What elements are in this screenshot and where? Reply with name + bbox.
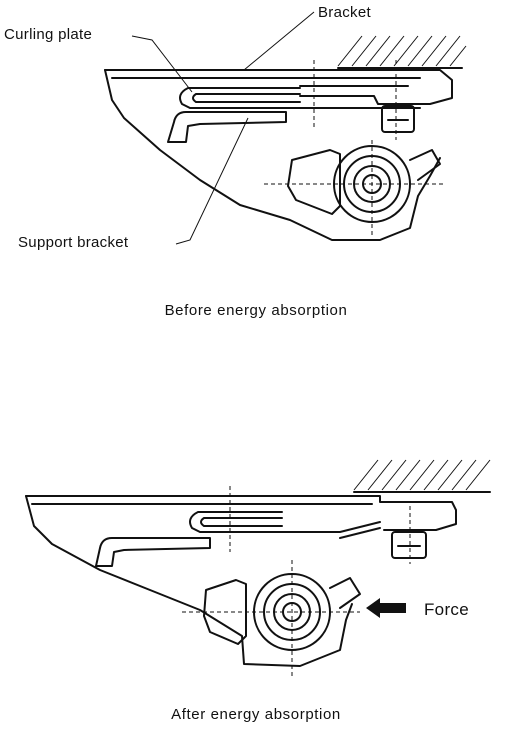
before-drawing xyxy=(104,11,467,245)
support-bracket-leader xyxy=(175,117,249,245)
curling-plate xyxy=(179,87,301,109)
after-figure: Force xyxy=(0,440,512,702)
force-label: Force xyxy=(424,600,469,619)
after-caption: After energy absorption xyxy=(171,706,341,723)
lock-cylinder xyxy=(264,140,446,236)
force-arrow-icon xyxy=(366,598,406,618)
before-caption: Before energy absorption xyxy=(164,302,348,319)
support-bracket xyxy=(95,537,211,567)
before-figure: Bracket Curling plate Support bracket xyxy=(0,0,512,300)
bracket-leader xyxy=(243,11,315,71)
column-body xyxy=(104,69,441,241)
bolt-head xyxy=(391,531,427,559)
curling-plate xyxy=(189,511,381,533)
after-drawing xyxy=(25,459,491,676)
lock-cylinder xyxy=(182,560,361,676)
column-body xyxy=(25,495,353,667)
fixed-body-hatch xyxy=(353,459,491,493)
support-bracket xyxy=(167,111,287,143)
bolt-head xyxy=(381,105,415,133)
support-bracket-label: Support bracket xyxy=(18,234,129,251)
fixed-body-hatch xyxy=(337,35,467,69)
curling-plate-leader xyxy=(131,35,193,93)
bracket-plate xyxy=(104,69,453,105)
bracket-label: Bracket xyxy=(318,4,371,21)
curling-plate-label: Curling plate xyxy=(4,26,93,43)
bracket-plate xyxy=(25,495,457,531)
